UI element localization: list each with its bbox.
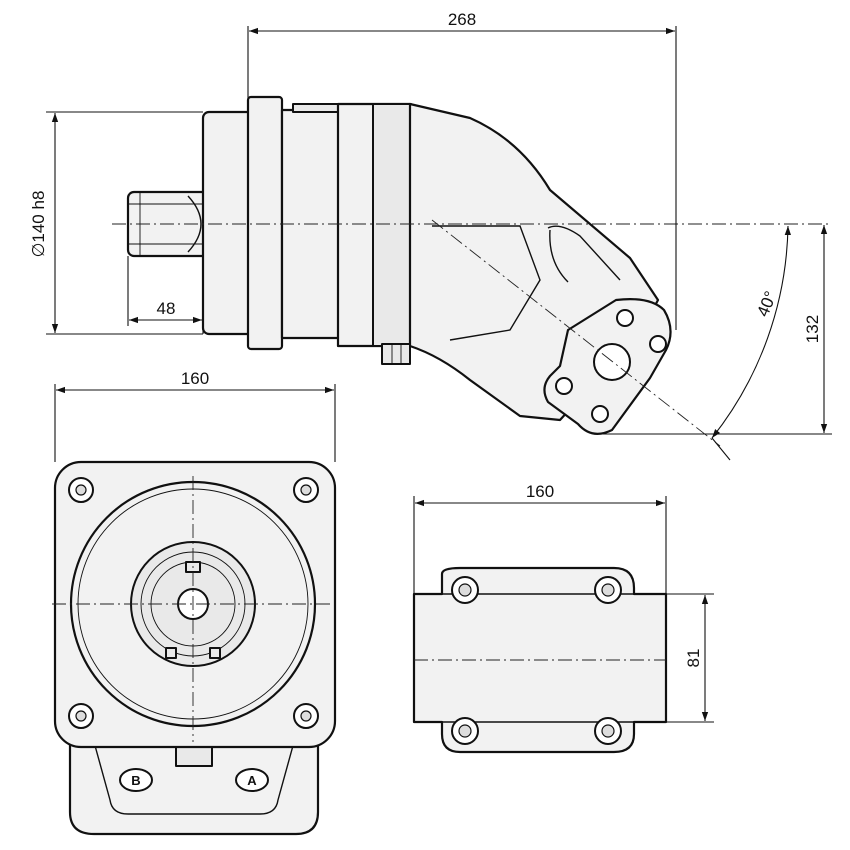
mounting-flange-side <box>246 95 284 351</box>
dim-48-label: 48 <box>157 299 176 318</box>
port-plate-bolt-1 <box>616 309 634 327</box>
port-a-label: A <box>247 773 257 788</box>
port-opening <box>593 343 631 381</box>
dimension-port-offset: 132 <box>600 225 832 435</box>
dim-160-port-label: 160 <box>526 482 554 501</box>
dimension-shaft-length: 48 <box>127 256 204 334</box>
port-b <box>119 768 153 792</box>
port-plate-bolt-3 <box>555 377 573 395</box>
dimension-flange-width: 160 <box>54 369 336 462</box>
dimension-port-flange-width: 160 <box>413 482 667 594</box>
dim-81-label: 81 <box>684 649 703 668</box>
drain-plug <box>381 343 411 365</box>
dim-160-front-label: 160 <box>181 369 209 388</box>
dim-140h8-label: ∅140 h8 <box>29 191 48 258</box>
dimension-port-flange-height: 81 <box>666 593 714 723</box>
dimension-overall-length: 268 <box>247 10 677 330</box>
port-plate-bolt-2 <box>649 335 667 353</box>
dim-132-label: 132 <box>803 315 822 343</box>
port-plate-bolt-4 <box>591 405 609 423</box>
front-housing <box>201 110 255 336</box>
port-block-front <box>68 736 320 836</box>
port-a <box>235 768 269 792</box>
dim-268-label: 268 <box>448 10 476 29</box>
front-view: B A <box>52 460 337 836</box>
dimension-flange-diameter: ∅140 h8 <box>29 111 203 335</box>
port-flange-view <box>412 566 668 754</box>
dim-40deg-label: 40° <box>753 288 780 319</box>
side-view <box>112 95 832 447</box>
dimension-tilt-angle: 40° <box>711 225 791 461</box>
port-b-label: B <box>131 773 140 788</box>
